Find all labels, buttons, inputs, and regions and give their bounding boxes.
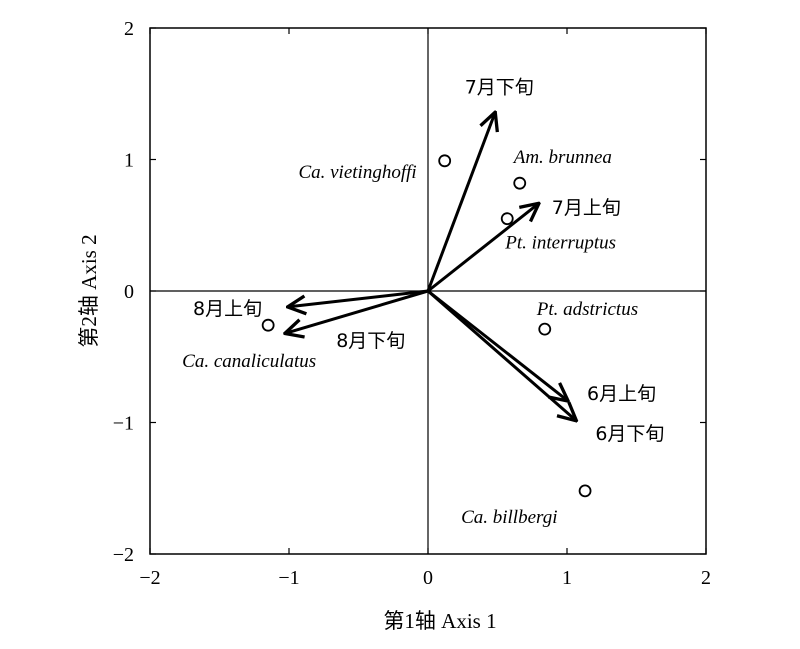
arrow-layer [286,113,575,419]
label-layer: 7月下旬 7月上旬 8月上旬 8月下旬 6月上旬 6月下旬 Ca. vietinghoffi… [182,76,664,527]
species-point-ca-vietinghoffi [438,154,452,168]
x-tick-label: 0 [423,567,433,589]
x-tick-label: −1 [278,567,299,589]
x-tick-label: 1 [562,567,572,589]
species-point-ca-canaliculatus [261,318,275,332]
species-label: Pt. interruptus [504,233,616,254]
arrow-7月下旬 [426,113,495,292]
x-axis-title: 第1轴 Axis 1 [383,609,496,633]
arrow-8月上旬 [289,289,429,307]
species-label: Am. brunnea [512,147,612,168]
y-tick-label: −1 [113,413,134,435]
species-label: Pt. adstrictus [536,299,638,320]
x-tick-label: 2 [701,567,711,589]
axis-ticks: −2 −1 0 1 2 −2 −1 0 1 2 [113,18,711,589]
arrow-6月上旬 [427,289,567,400]
y-tick-label: 2 [124,18,134,40]
y-tick-label: 0 [124,281,134,303]
species-point-pt-adstrictus [538,322,552,336]
species-point-am-brunnea [513,176,527,190]
arrow-label: 6月上旬 [587,383,656,405]
x-tick-label: −2 [139,567,160,589]
y-tick-label: −2 [113,544,134,566]
species-point-ca-billbergi [578,484,592,498]
species-label: Ca. billbergi [461,507,557,528]
arrow-8月下旬 [286,289,429,333]
species-point-layer [261,154,592,498]
arrow-label: 8月上旬 [193,298,262,320]
species-label: Ca. canaliculatus [182,351,316,372]
arrow-label: 7月下旬 [465,76,534,98]
arrow-label: 6月下旬 [595,423,664,445]
arrow-label: 8月下旬 [336,330,405,352]
arrow-7月上旬 [427,204,538,293]
arrow-6月下旬 [427,289,575,420]
species-point-pt-interruptus [500,212,514,226]
y-tick-label: 1 [124,150,134,172]
y-axis-title: 第2轴 Axis 2 [77,234,101,347]
species-label: Ca. vietinghoffi [298,162,416,183]
arrow-label: 7月上旬 [552,197,621,219]
